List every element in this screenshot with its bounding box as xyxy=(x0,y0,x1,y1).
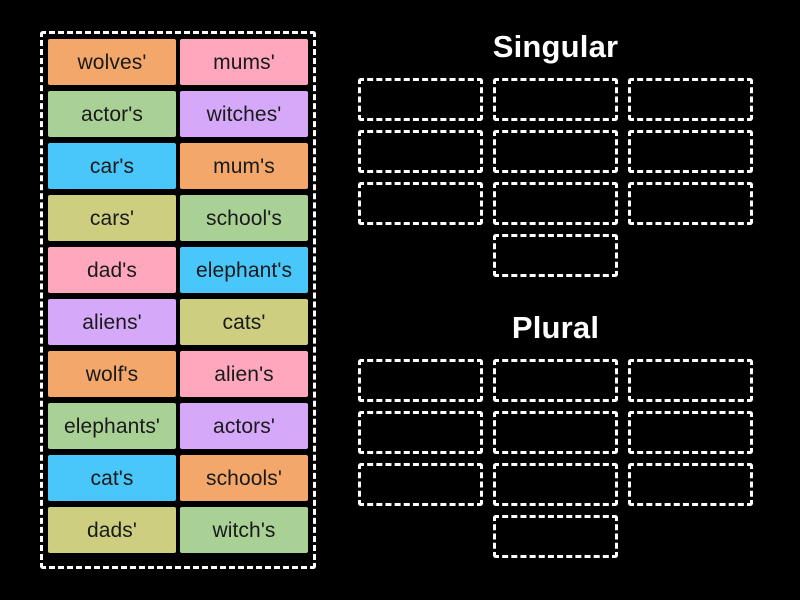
word-tile[interactable]: wolves' xyxy=(48,39,176,85)
word-tile[interactable]: school's xyxy=(180,195,308,241)
group-plural: Plural xyxy=(358,312,753,558)
word-tile[interactable]: actor's xyxy=(48,91,176,137)
drop-slot[interactable] xyxy=(493,359,618,402)
drop-slot[interactable] xyxy=(628,78,753,121)
word-tile[interactable]: mums' xyxy=(180,39,308,85)
word-tile[interactable]: elephants' xyxy=(48,403,176,449)
word-tile[interactable]: cars' xyxy=(48,195,176,241)
drop-slot[interactable] xyxy=(493,182,618,225)
drop-slot[interactable] xyxy=(628,411,753,454)
drop-slot[interactable] xyxy=(358,359,483,402)
word-tile[interactable]: aliens' xyxy=(48,299,176,345)
group-plural-slots xyxy=(358,359,753,558)
drop-slot[interactable] xyxy=(493,130,618,173)
word-tile[interactable]: cats' xyxy=(180,299,308,345)
group-singular-title: Singular xyxy=(492,29,619,64)
word-tile[interactable]: witches' xyxy=(180,91,308,137)
word-tile[interactable]: elephant's xyxy=(180,247,308,293)
word-tile[interactable]: cat's xyxy=(48,455,176,501)
drop-slot[interactable] xyxy=(358,463,483,506)
word-tile[interactable]: car's xyxy=(48,143,176,189)
word-tile[interactable]: dad's xyxy=(48,247,176,293)
drop-slot[interactable] xyxy=(493,78,618,121)
drop-slot[interactable] xyxy=(493,234,618,277)
drop-slot[interactable] xyxy=(493,463,618,506)
drop-slot[interactable] xyxy=(358,78,483,121)
drop-slot[interactable] xyxy=(493,411,618,454)
word-tile[interactable]: mum's xyxy=(180,143,308,189)
drop-slot[interactable] xyxy=(358,182,483,225)
drop-slot[interactable] xyxy=(358,411,483,454)
group-singular: Singular xyxy=(358,31,753,277)
group-plural-title: Plural xyxy=(511,310,600,345)
word-tile[interactable]: witch's xyxy=(180,507,308,553)
word-tile[interactable]: schools' xyxy=(180,455,308,501)
drop-slot[interactable] xyxy=(628,463,753,506)
word-tile[interactable]: actors' xyxy=(180,403,308,449)
drop-slot[interactable] xyxy=(628,182,753,225)
word-tile[interactable]: dads' xyxy=(48,507,176,553)
drop-slot[interactable] xyxy=(628,130,753,173)
drop-slot[interactable] xyxy=(628,359,753,402)
drop-slot[interactable] xyxy=(358,130,483,173)
word-tile[interactable]: wolf's xyxy=(48,351,176,397)
drop-slot[interactable] xyxy=(493,515,618,558)
word-tile[interactable]: alien's xyxy=(180,351,308,397)
group-singular-slots xyxy=(358,78,753,277)
